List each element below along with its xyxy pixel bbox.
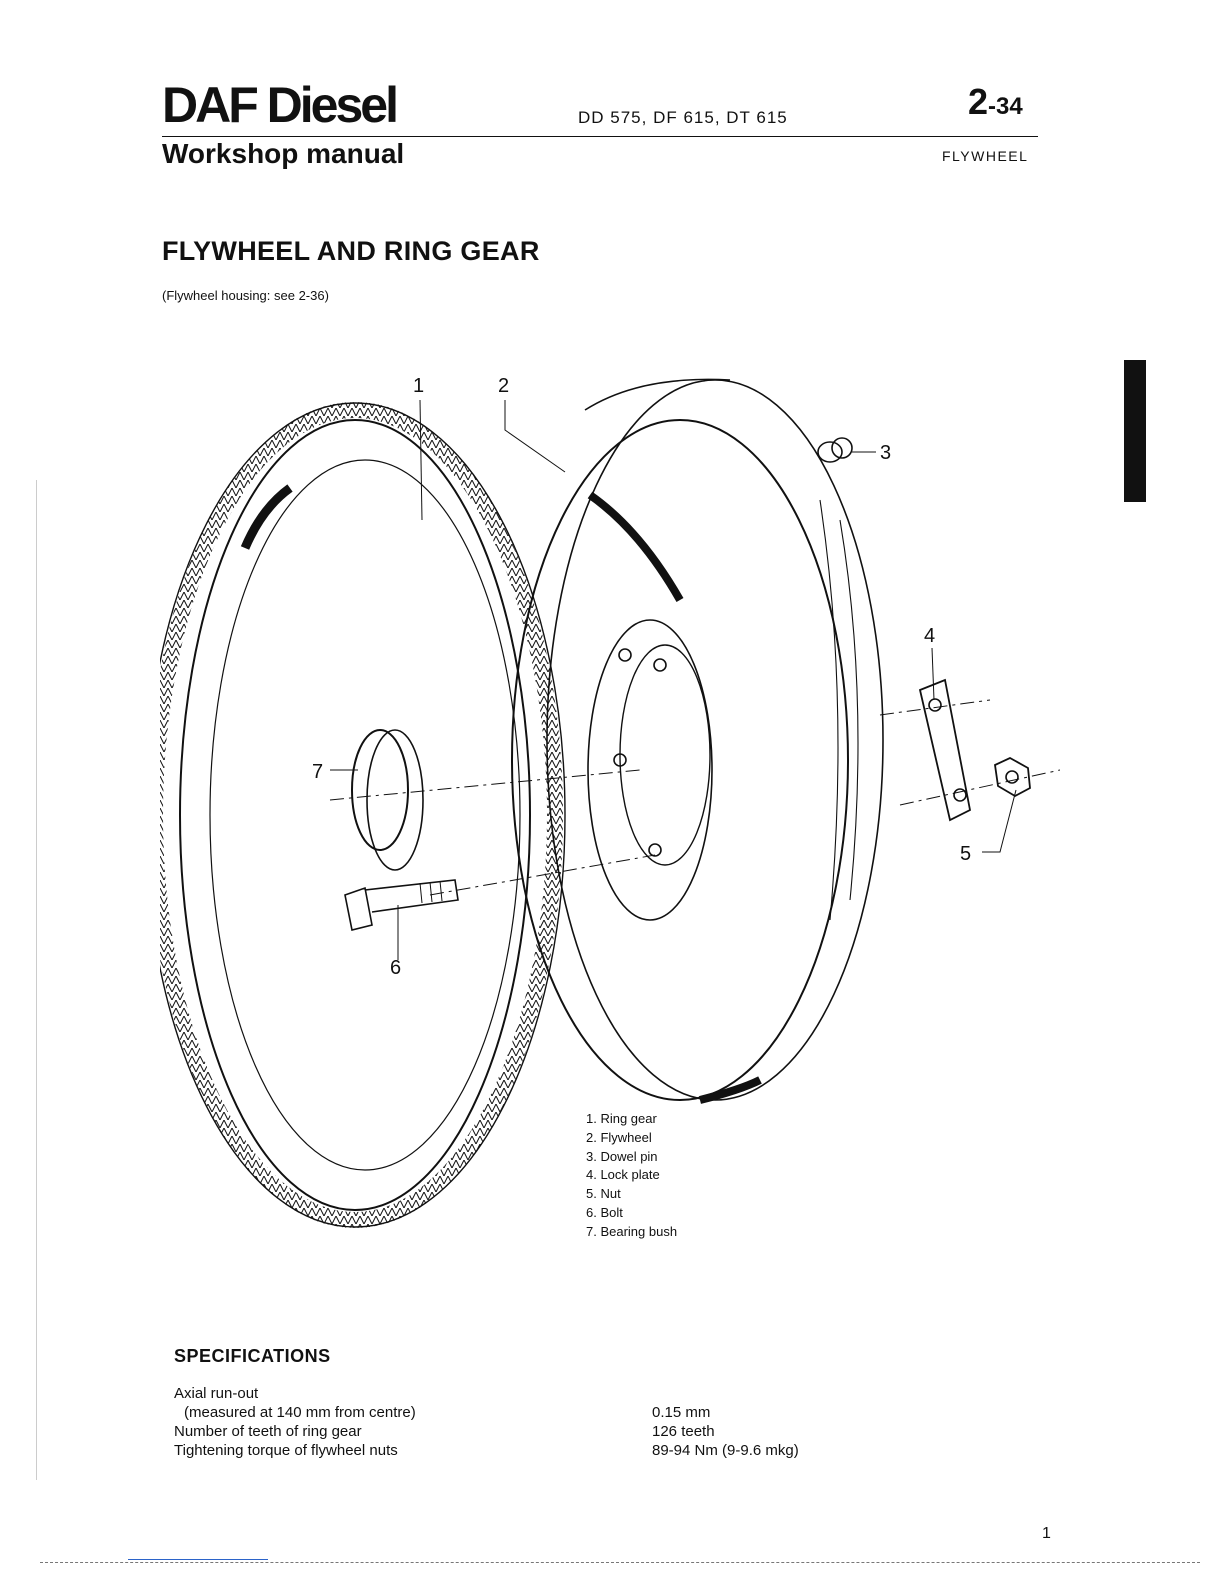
margin-line (36, 480, 37, 1480)
flywheel-drawing (511, 378, 884, 1104)
footer-rule (40, 1562, 1200, 1563)
spec-label: Number of teeth of ring gear (174, 1423, 362, 1440)
spec-label: Tightening torque of flywheel nuts (174, 1442, 398, 1459)
callout-3: 3 (880, 442, 891, 464)
page-title: FLYWHEEL AND RING GEAR (162, 236, 540, 266)
legend-item: 5. Nut (586, 1186, 621, 1202)
legend-item: 1. Ring gear (586, 1111, 657, 1126)
bearing-bush-drawing (351, 729, 424, 871)
header-rule (162, 136, 1038, 137)
legend-item: 2. Flywheel (586, 1129, 652, 1145)
legend-item: 7. Bearing bush (586, 1223, 678, 1239)
callout-4: 4 (924, 625, 935, 647)
callout-5: 5 (960, 843, 971, 865)
exploded-view-diagram: 1 2 3 4 5 6 7 (160, 375, 1060, 1228)
page-number: 1 (1042, 1525, 1051, 1542)
nut-drawing (994, 756, 1031, 798)
callout-1: 1 (413, 375, 424, 397)
spec-value: 0.15 mm (652, 1404, 711, 1421)
callout-2: 2 (498, 375, 509, 397)
section-thumb-tab (1124, 360, 1146, 502)
manual-subtitle: Workshop manual (162, 138, 405, 169)
parts-legend: 1. Ring gear 2. Flywheel 3. Dowel pin 4.… (586, 1110, 677, 1242)
spec-value: 126 teeth (652, 1423, 715, 1440)
lock-plate-drawing (918, 678, 972, 822)
footer-accent-line (128, 1559, 268, 1560)
page-code: 2-34 (968, 84, 1023, 120)
legend-item: 6. Bolt (586, 1204, 623, 1220)
cross-reference-note: (Flywheel housing: see 2-36) (162, 288, 329, 303)
brand-logo: DAF Diesel (162, 77, 399, 133)
page-code-suffix: -34 (988, 93, 1023, 120)
spec-label: (measured at 140 mm from centre) (184, 1404, 416, 1421)
legend-item: 4. Lock plate (586, 1167, 660, 1183)
legend-item: 3. Dowel pin (586, 1148, 658, 1164)
spec-values: 0.15 mm 126 teeth 89-94 Nm (9-9.6 mkg) (652, 1403, 799, 1460)
ring-gear-drawing (160, 402, 566, 1228)
engine-models: DD 575, DF 615, DT 615 (578, 108, 788, 127)
spec-value: 89-94 Nm (9-9.6 mkg) (652, 1442, 799, 1459)
bolt-drawing (344, 879, 459, 931)
dowel-pin-drawing (817, 437, 876, 463)
spec-label: Axial run-out (174, 1385, 259, 1402)
callout-7: 7 (312, 761, 323, 783)
callout-6: 6 (390, 957, 401, 979)
page-code-main: 2 (968, 81, 989, 122)
spec-labels: Axial run-out (measured at 140 mm from c… (174, 1384, 416, 1460)
section-label: FLYWHEEL (942, 148, 1029, 164)
specifications-heading: SPECIFICATIONS (174, 1346, 331, 1366)
